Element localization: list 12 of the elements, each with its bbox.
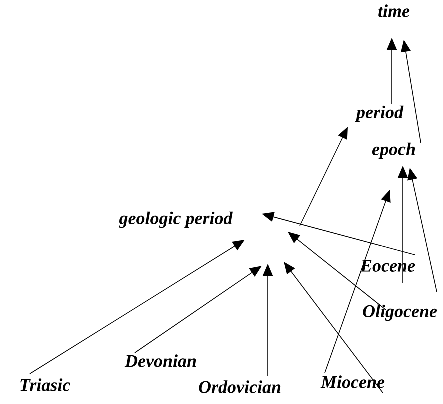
term-label: period — [355, 106, 404, 122]
arrow — [134, 266, 262, 354]
arrow — [288, 232, 386, 310]
term-label: Triasic — [20, 378, 70, 392]
arrow — [30, 240, 245, 374]
term-label: Ordovician — [199, 380, 281, 394]
arrow — [284, 262, 384, 394]
term-label: time — [378, 4, 410, 18]
term-label: geologic period — [118, 212, 233, 228]
term-label: Devonian — [124, 354, 196, 368]
term-label: Oligocene — [363, 304, 438, 322]
term-label: epoch — [372, 142, 416, 160]
